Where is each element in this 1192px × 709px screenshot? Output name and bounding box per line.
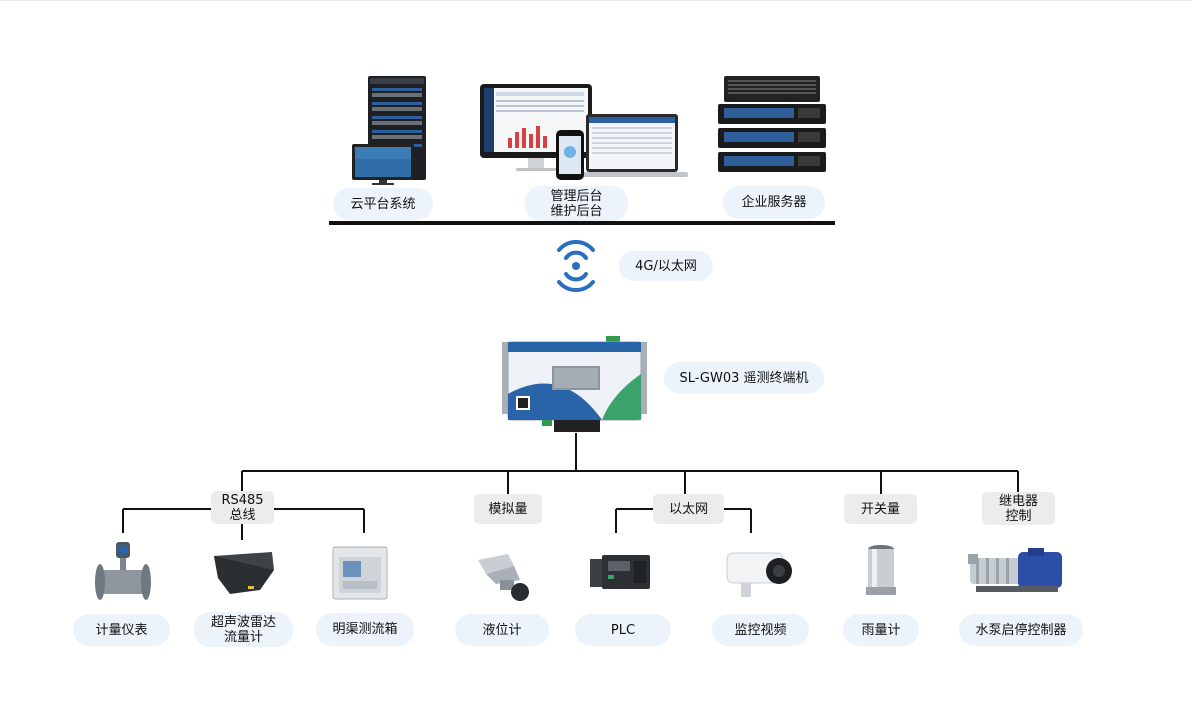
terminal-pill: SL-GW03 遥测终端机 (664, 362, 824, 394)
enterprise-server-pill: 企业服务器 (723, 186, 825, 219)
radar-flowmeter-pill: 超声波雷达 流量计 (194, 612, 293, 647)
radar-label-1: 超声波雷达 (210, 614, 276, 630)
ethernet-tag: 以太网 (653, 494, 724, 524)
level-sensor-icon (478, 554, 529, 601)
admin-backend-pill: 管理后台 维护后台 (525, 186, 628, 221)
admin-backend-label: 管理后台 (550, 188, 603, 204)
meter-label: 计量仪表 (95, 622, 148, 638)
cloud-platform-pill: 云平台系统 (333, 188, 433, 220)
server-stack-icon (718, 76, 826, 172)
camera-pill: 监控视频 (712, 614, 809, 646)
network-pill: 4G/以太网 (619, 251, 713, 281)
plc-pill: PLC (575, 614, 671, 646)
network-label: 4G/以太网 (635, 258, 697, 274)
enterprise-server-label: 企业服务器 (741, 195, 807, 210)
pump-label: 水泵启停控制器 (975, 622, 1067, 638)
analog-label: 模拟量 (488, 501, 528, 517)
switch-tag: 开关量 (844, 494, 917, 524)
meter-pill: 计量仪表 (73, 614, 170, 646)
server-rack-icon (352, 76, 426, 185)
radar-label-2: 流量计 (223, 629, 263, 645)
rs485-bus-tag: RS485 总线 (211, 491, 274, 524)
switch-label: 开关量 (860, 501, 900, 517)
radar-sensor-icon (214, 552, 274, 594)
terminal-device-icon (502, 336, 647, 432)
rs485-label: RS485 (221, 492, 264, 508)
plc-icon (590, 555, 650, 589)
control-label: 控制 (1005, 508, 1032, 524)
level-pill: 液位计 (455, 614, 549, 646)
ethernet-label: 以太网 (668, 501, 708, 517)
channel-box-pill: 明渠测流箱 (316, 613, 414, 646)
camera-label: 监控视频 (734, 622, 787, 638)
terminal-label: SL-GW03 遥测终端机 (679, 370, 809, 386)
channel-label: 明渠测流箱 (332, 622, 398, 637)
platform-bus-line (329, 221, 835, 225)
level-label: 液位计 (482, 622, 522, 638)
desktop-dashboard-icon (480, 84, 688, 180)
flowmeter-icon (95, 542, 151, 600)
cloud-platform-label: 云平台系统 (350, 196, 416, 212)
analog-tag: 模拟量 (474, 494, 542, 524)
rain-gauge-pill: 雨量计 (843, 614, 919, 646)
top-border (0, 0, 1192, 1)
relay-tag: 继电器 控制 (982, 492, 1055, 525)
relay-label: 继电器 (998, 493, 1038, 509)
wireless-signal-icon (557, 240, 595, 292)
maintenance-backend-label: 维护后台 (550, 203, 603, 219)
plc-label: PLC (610, 622, 636, 638)
measuring-box-icon (332, 546, 388, 600)
bus-label: 总线 (229, 507, 256, 523)
camera-icon (726, 552, 792, 597)
pump-icon (968, 548, 1062, 592)
rain-gauge-icon (866, 545, 896, 595)
rain-label: 雨量计 (861, 622, 901, 638)
pump-controller-pill: 水泵启停控制器 (959, 614, 1083, 646)
